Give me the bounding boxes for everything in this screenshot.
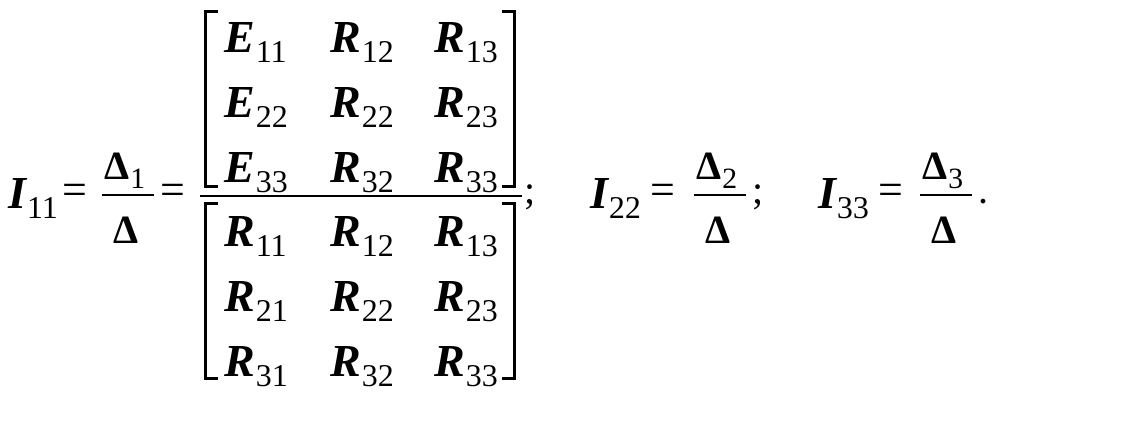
i33-term: I33 (818, 167, 869, 225)
denominator-matrix-cell: R22 (330, 270, 394, 328)
denominator-bracket-right (502, 202, 516, 380)
fraction-bar-3 (920, 194, 972, 196)
denominator-matrix-cell: R32 (330, 335, 394, 393)
numerator-matrix-cell: R33 (434, 141, 498, 199)
denominator-matrix-cell: R13 (434, 205, 498, 263)
fraction-bar-1 (102, 194, 154, 196)
denominator-matrix-cell: R33 (434, 335, 498, 393)
numerator-bracket-right (502, 10, 516, 188)
equals-sign-2: = (160, 165, 185, 214)
denominator-matrix-cell: R11 (224, 205, 287, 263)
fraction-bar-2 (694, 194, 746, 196)
numerator-matrix-cell: E11 (224, 11, 287, 69)
delta-den-2: Δ (705, 207, 731, 252)
equals-sign-4: = (878, 165, 903, 214)
equals-sign: = (62, 165, 87, 214)
numerator-matrix-cell: R12 (330, 11, 394, 69)
delta-2: Δ2 (696, 143, 738, 195)
denominator-matrix-cell: R31 (224, 335, 288, 393)
numerator-bracket-left (204, 10, 218, 188)
numerator-matrix-cell: R22 (330, 76, 394, 134)
denominator-bracket-left (204, 202, 218, 380)
numerator-matrix-cell: R13 (434, 11, 498, 69)
numerator-matrix-cell: E33 (224, 141, 288, 199)
delta-den-3: Δ (931, 207, 957, 252)
semicolon-1: ; (524, 167, 536, 212)
i11-term: I11 (8, 167, 58, 225)
denominator-matrix-cell: R12 (330, 205, 394, 263)
delta-1: Δ1 (104, 143, 146, 195)
semicolon-2: ; (752, 167, 764, 212)
numerator-matrix-cell: E22 (224, 76, 288, 134)
period: . (978, 167, 988, 212)
denominator-matrix-cell: R21 (224, 270, 288, 328)
delta-3: Δ3 (922, 143, 964, 195)
denominator-matrix-cell: R23 (434, 270, 498, 328)
numerator-matrix-cell: R32 (330, 141, 394, 199)
fraction-bar-matrix (200, 195, 522, 197)
i22-term: I22 (590, 167, 641, 225)
delta-den-1: Δ (113, 207, 139, 252)
numerator-matrix-cell: R23 (434, 76, 498, 134)
equals-sign-3: = (650, 165, 675, 214)
